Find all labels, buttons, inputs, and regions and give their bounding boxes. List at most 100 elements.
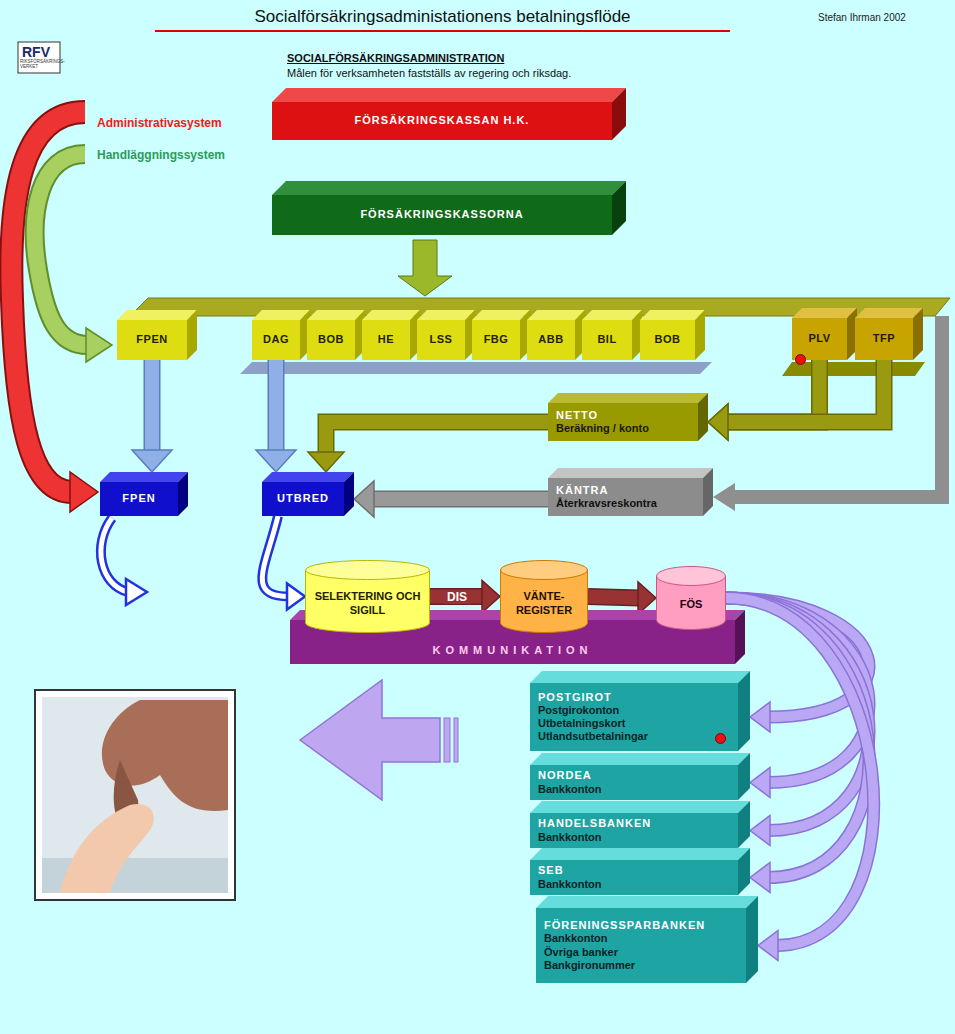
box-title: BIL <box>597 333 616 346</box>
box-top-face <box>100 472 188 482</box>
box-title: KOMMUNIKATION <box>432 644 592 657</box>
connector <box>308 422 548 472</box>
box-side-face <box>187 310 197 360</box>
connector-line <box>326 422 548 454</box>
box-title: KÄNTRA <box>556 484 608 497</box>
diagram-title: Socialförsäkringsadministationens betaln… <box>155 7 730 27</box>
box-title: TFP <box>873 332 895 345</box>
box-top-face <box>117 310 197 320</box>
connector-line <box>726 598 874 946</box>
box-text: Utbetalningskort <box>538 717 625 730</box>
connector-line <box>430 590 484 604</box>
connector-line <box>262 516 288 597</box>
system-box: FBG <box>472 320 520 360</box>
box-side-face <box>703 468 713 516</box>
text-label: Handläggningssystem <box>97 148 225 162</box>
connector <box>708 360 884 440</box>
system-box: ABB <box>527 320 575 360</box>
box-text: Beräkning / konto <box>556 422 649 435</box>
gray-arrow-head <box>713 483 735 511</box>
database-cylinder: FÖS <box>656 566 726 630</box>
payment-file-box: FPEN <box>100 482 178 516</box>
arrow-head <box>132 450 172 472</box>
connector-line <box>726 360 820 422</box>
head-office-box: FÖRSÄKRINGSKASSAN H.K. <box>272 102 612 140</box>
connector <box>132 360 172 472</box>
arrow-head <box>308 452 344 472</box>
connector <box>430 581 500 613</box>
box-top-face <box>530 848 750 860</box>
system-box: FPEN <box>117 320 187 360</box>
connector-line <box>726 598 869 878</box>
system-box: LSS <box>417 320 465 360</box>
connector-outline <box>326 422 548 454</box>
row-slab <box>240 362 712 374</box>
box-side-face <box>913 308 923 360</box>
text-label: SOCIALFÖRSÄKRINGSADMINISTRATION <box>287 52 504 64</box>
photo-ground <box>42 697 228 893</box>
arrow-head <box>256 450 296 472</box>
bank-box: POSTGIROTPostgirokontonUtbetalningskortU… <box>530 683 738 751</box>
arrow-stripe <box>454 718 458 762</box>
box-title: LSS <box>430 333 453 346</box>
box-title: BOB <box>655 333 681 346</box>
text-label: RFV <box>22 44 50 60</box>
box-side-face <box>735 610 745 664</box>
box-text: Bankkonton <box>538 878 602 891</box>
arrow-head <box>750 768 770 798</box>
text-label: Administrativasystem <box>97 116 222 130</box>
marker-dot <box>715 733 726 744</box>
connector <box>256 360 296 472</box>
arrow-stripe <box>444 718 450 762</box>
box-title: PLV <box>808 332 830 345</box>
box-top-face <box>536 896 758 908</box>
database-cylinder: VÄNTE- REGISTER <box>500 560 588 633</box>
green-arrow-outline <box>35 154 88 345</box>
box-side-face <box>738 671 750 751</box>
connector <box>262 516 305 610</box>
cylinder-top <box>657 567 726 586</box>
box-top-face <box>548 468 713 478</box>
text-label: Stefan Ihrman 2002 <box>818 12 906 23</box>
box-top-face <box>530 671 750 683</box>
connector-outline <box>726 598 869 878</box>
arrow-head <box>758 931 778 961</box>
bank-box: NORDEABankkonton <box>530 765 738 800</box>
box-title: FPEN <box>122 492 155 505</box>
connector-line <box>145 360 159 452</box>
arrow-head <box>750 816 770 846</box>
payment-file-box: UTBRED <box>262 482 344 516</box>
box-title: DAG <box>263 333 289 346</box>
bank-box: SEBBankkonton <box>530 860 738 895</box>
connector-line <box>726 360 884 422</box>
connector-outline <box>726 598 874 946</box>
box-text: Bankkonton <box>538 831 602 844</box>
connector <box>354 481 548 517</box>
connector-line <box>269 360 283 452</box>
arrow-head <box>708 404 728 440</box>
green-arrow-head <box>86 328 112 362</box>
box-text: Bankkonton <box>544 932 608 945</box>
box-title: NORDEA <box>538 769 592 782</box>
text-label: Målen för verksamheten fastställs av reg… <box>287 67 571 79</box>
box-top-face <box>272 181 626 195</box>
connector-outline <box>372 491 548 508</box>
system-box: PLV <box>792 318 847 360</box>
connector-outline <box>726 360 820 422</box>
box-text: Bankgironummer <box>544 959 635 972</box>
process-box: KÄNTRAÅterkravsreskontra <box>548 478 703 516</box>
box-text: Postgirokonton <box>538 704 619 717</box>
box-title: HANDELSBANKEN <box>538 817 651 830</box>
box-side-face <box>695 310 705 360</box>
system-box: BOB <box>307 320 355 360</box>
box-title: SELEKTERING OCH SIGILL <box>313 590 422 616</box>
arrow-head <box>287 584 305 610</box>
connector-outline <box>726 598 869 831</box>
box-side-face <box>344 472 354 516</box>
box-top-face <box>530 753 750 765</box>
box-top-face <box>548 393 708 403</box>
cylinder-top <box>306 561 430 580</box>
connector-outline <box>268 360 285 452</box>
cylinder-shape <box>656 566 726 630</box>
box-title: FBG <box>484 333 509 346</box>
